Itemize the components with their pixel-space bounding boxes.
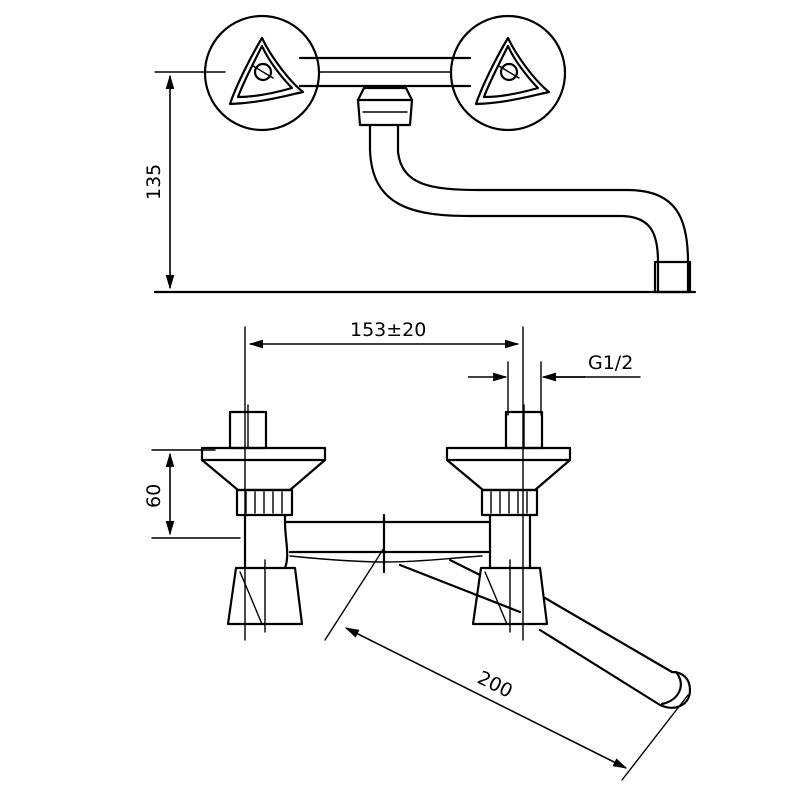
body-pipe [298,56,472,88]
dim-label-135: 135 [143,164,165,200]
left-handle-wheel [203,14,321,132]
dim-thread: G1/2 [468,352,641,416]
front-view: 135 [143,14,697,294]
dim-height-base: 60 [143,449,241,539]
right-valve-body [445,404,572,633]
dim-label-153: 153±20 [350,319,426,341]
plan-view: 153±20 G1/2 60 [143,319,692,781]
dim-label-thread: G1/2 [588,352,633,374]
left-valve-body [200,404,327,633]
right-handle-wheel [449,14,567,132]
dim-spout-length: 200 [324,547,689,781]
dim-height-spout: 135 [143,71,226,290]
dim-label-60: 60 [143,484,165,508]
connecting-body [283,513,492,574]
spout-side [368,123,692,294]
dim-center-distance: 153±20 [244,319,524,641]
dim-label-200: 200 [474,667,516,703]
spout-nut [356,86,414,127]
spout-plan [398,558,692,709]
